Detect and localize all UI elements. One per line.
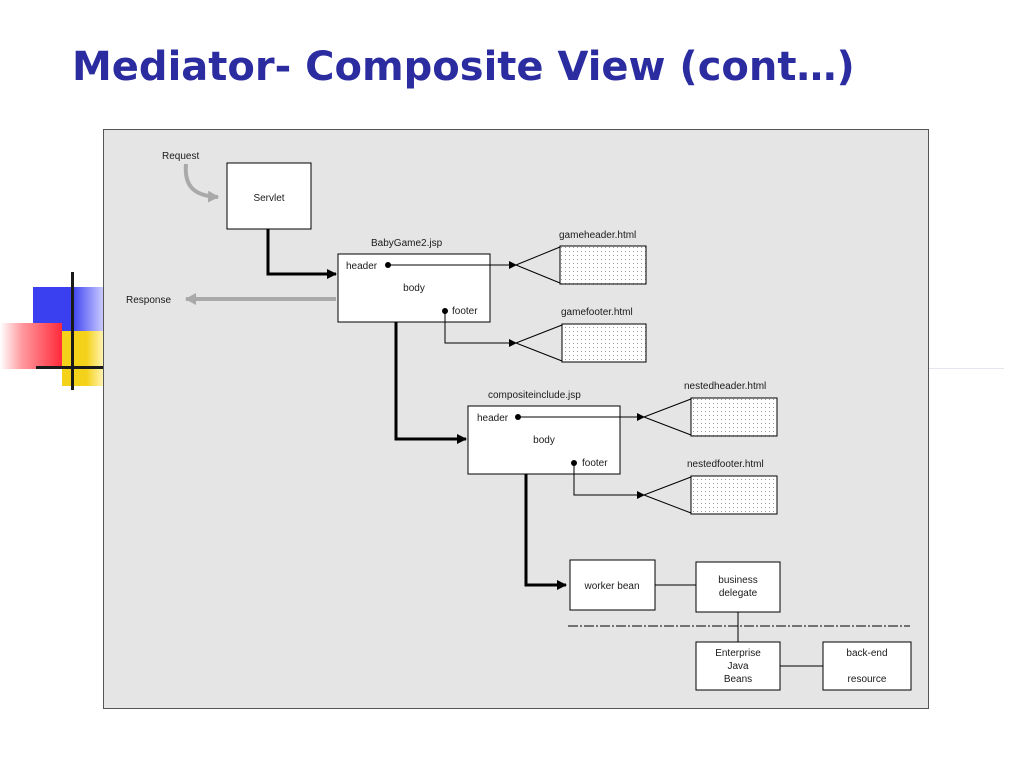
diagram-canvas: Request Servlet Response BabyGame2.jsp h… [126, 151, 912, 691]
diagram: Request Servlet Response BabyGame2.jsp h… [103, 129, 929, 709]
servlet-to-babygame-arrow [266, 229, 337, 279]
servlet-label: Servlet [253, 193, 284, 204]
business-delegate-line1: business [718, 575, 757, 586]
composite-label: compositeinclude.jsp [488, 390, 581, 401]
babygame-to-composite-arrow [394, 322, 467, 444]
babygame-body-label: body [403, 283, 425, 294]
deco-yellow-block [62, 331, 103, 386]
business-delegate-box [695, 561, 781, 613]
composite-footer-label: footer [582, 458, 608, 469]
request-arrow [183, 163, 219, 203]
ejb-line3: Beans [724, 674, 752, 685]
nestedheader-document [690, 397, 778, 437]
gamefooter-label: gamefooter.html [561, 307, 633, 318]
nestedheader-fan-top [643, 398, 692, 418]
babygame-footer-connector [444, 311, 517, 347]
gameheader-label: gameheader.html [559, 230, 636, 241]
gameheader-fan-top [515, 246, 561, 266]
deco-faint-line [929, 368, 1004, 369]
babygame-label: BabyGame2.jsp [371, 238, 443, 249]
ejb-line2: Java [727, 661, 749, 672]
gamefooter-fan-bottom [515, 342, 563, 362]
composite-footer-connector [573, 463, 645, 499]
babygame-footer-label: footer [452, 306, 478, 317]
composite-body-label: body [533, 435, 555, 446]
nestedfooter-label: nestedfooter.html [687, 459, 764, 470]
nestedfooter-fan-top [643, 476, 692, 496]
deco-vertical-line [71, 272, 74, 390]
nestedfooter-document [690, 475, 778, 515]
gamefooter-fan-top [515, 324, 563, 344]
ejb-box [695, 641, 781, 691]
backend-line1: back-end [846, 648, 887, 659]
slide-title: Mediator- Composite View (cont…) [72, 44, 855, 90]
nestedfooter-fan-bottom [643, 494, 692, 514]
nestedheader-label: nestedheader.html [684, 381, 766, 392]
deco-horizontal-line [36, 366, 103, 369]
composite-header-label: header [477, 413, 509, 424]
gameheader-document [559, 245, 647, 285]
request-label: Request [162, 151, 199, 162]
worker-bean-box [569, 559, 656, 611]
babygame-header-label: header [346, 261, 378, 272]
gameheader-fan-bottom [515, 264, 561, 284]
composite-to-worker-arrow [524, 474, 567, 590]
ejb-line1: Enterprise [715, 648, 761, 659]
gamefooter-document [561, 323, 647, 363]
business-delegate-line2: delegate [719, 588, 758, 599]
nestedheader-fan-bottom [643, 416, 692, 436]
backend-box [822, 641, 912, 691]
servlet-box [226, 162, 312, 230]
response-label: Response [126, 295, 171, 306]
worker-bean-label: worker bean [583, 581, 639, 592]
deco-red-block [0, 323, 62, 369]
backend-line2: resource [848, 674, 887, 685]
